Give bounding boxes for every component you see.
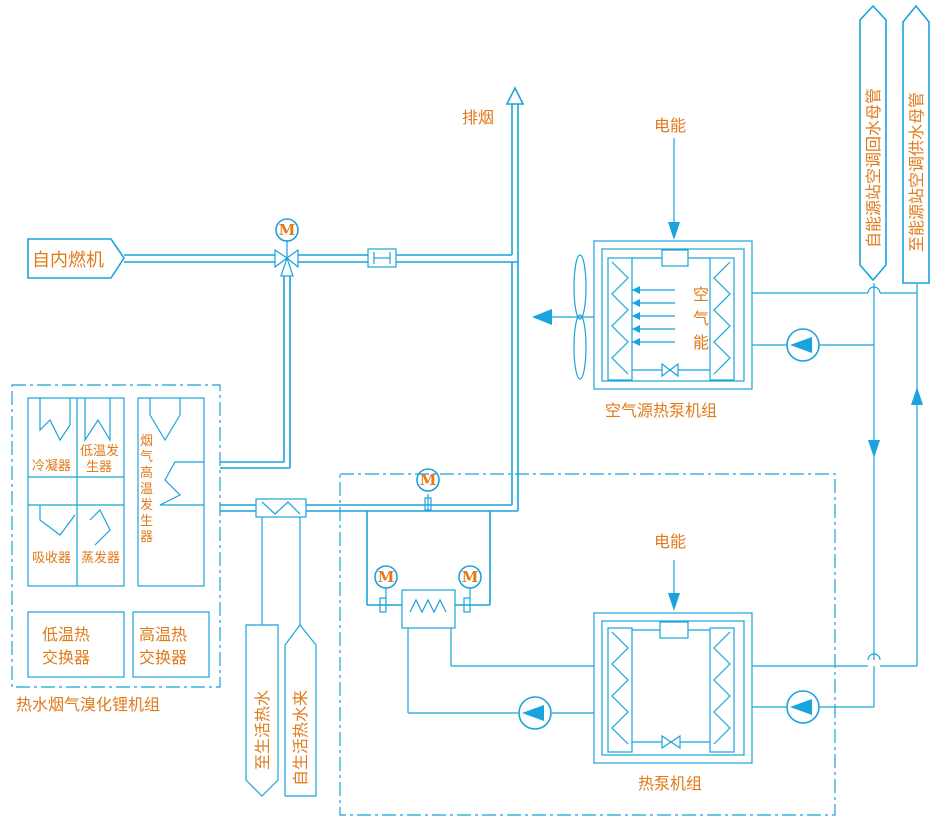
svg-text:生: 生: [140, 514, 153, 529]
return-main-tag: [859, 4, 887, 282]
domestic-hot-water-pipes: [245, 517, 317, 797]
air-energy-label-1: 空: [693, 285, 709, 304]
three-way-valve-motor: M: [275, 218, 299, 242]
high-temp-hx-box: [132, 611, 210, 678]
chilled-water-circuits: [407, 283, 923, 714]
heat-pump-unit-label: 热泵机组: [638, 774, 702, 793]
svg-text:温: 温: [140, 482, 153, 497]
air-energy-label-3: 能: [693, 333, 709, 352]
exhaust-label: 排烟: [462, 108, 494, 127]
svg-text:器: 器: [140, 530, 153, 545]
pump-heat-pump-return: [786, 690, 820, 724]
low-temp-hx-label-1: 低温热: [42, 625, 90, 644]
supply-main-tag: [902, 4, 930, 284]
high-temp-hx-label-2: 交换器: [139, 648, 187, 667]
lithium-bromide-unit-label: 热水烟气溴化锂机组: [16, 695, 160, 714]
svg-text:M: M: [279, 221, 296, 239]
to-dhw-label: 至生活热水: [253, 690, 272, 770]
motor-valve-right: M: [458, 565, 482, 589]
water-source-heat-pump: [593, 560, 753, 764]
electric-label-top: 电能: [654, 116, 686, 135]
return-main-label: 自能源站空调回水母管: [864, 88, 883, 248]
exhaust-pipes: [124, 86, 525, 518]
svg-text:烟: 烟: [140, 434, 153, 449]
motor-valve-left: M: [374, 565, 398, 589]
from-dhw-label: 自生活热水来: [291, 690, 310, 786]
high-temp-hx-label-1: 高温热: [139, 625, 187, 644]
from-dhw-tag: [284, 624, 317, 797]
low-temp-generator-label-2: 生器: [86, 460, 112, 475]
svg-text:发: 发: [140, 497, 153, 513]
condenser-label: 冷凝器: [32, 458, 71, 474]
absorber-label: 吸收器: [32, 551, 71, 566]
air-energy-label-2: 气: [693, 309, 709, 328]
lithium-bromide-unit: [27, 397, 210, 678]
lithium-bromide-boundary: [11, 384, 221, 688]
pump-air-source: [786, 328, 820, 362]
svg-text:M: M: [378, 568, 395, 586]
low-temp-hx-box: [27, 611, 125, 678]
engine-inlet-tag: [27, 238, 125, 279]
svg-text:M: M: [420, 471, 437, 489]
bypass-circuit: [366, 494, 491, 629]
svg-text:气: 气: [140, 449, 153, 465]
low-temp-hx-label-2: 交换器: [42, 648, 90, 667]
svg-text:高: 高: [140, 465, 153, 481]
motor-valve-top: M: [416, 468, 440, 492]
internal-combustion-label: 自内燃机: [32, 250, 104, 271]
air-source-heat-pump: [532, 138, 753, 390]
evaporator-label: 蒸发器: [81, 550, 120, 566]
air-source-unit-label: 空气源热泵机组: [605, 401, 717, 420]
svg-text:M: M: [462, 568, 479, 586]
electric-label-bottom: 电能: [654, 532, 686, 551]
low-temp-generator-label-1: 低温发: [80, 443, 119, 459]
plate-heat-exchanger: [401, 589, 456, 629]
heat-pump-boundary: [339, 473, 836, 816]
supply-main-label: 至能源站空调供水母管: [907, 92, 926, 252]
flue-high-temp-generator-label: 烟 气 高 温 发 生 器: [140, 434, 153, 545]
pump-plate-hx: [518, 696, 552, 730]
to-dhw-tag: [245, 624, 279, 797]
